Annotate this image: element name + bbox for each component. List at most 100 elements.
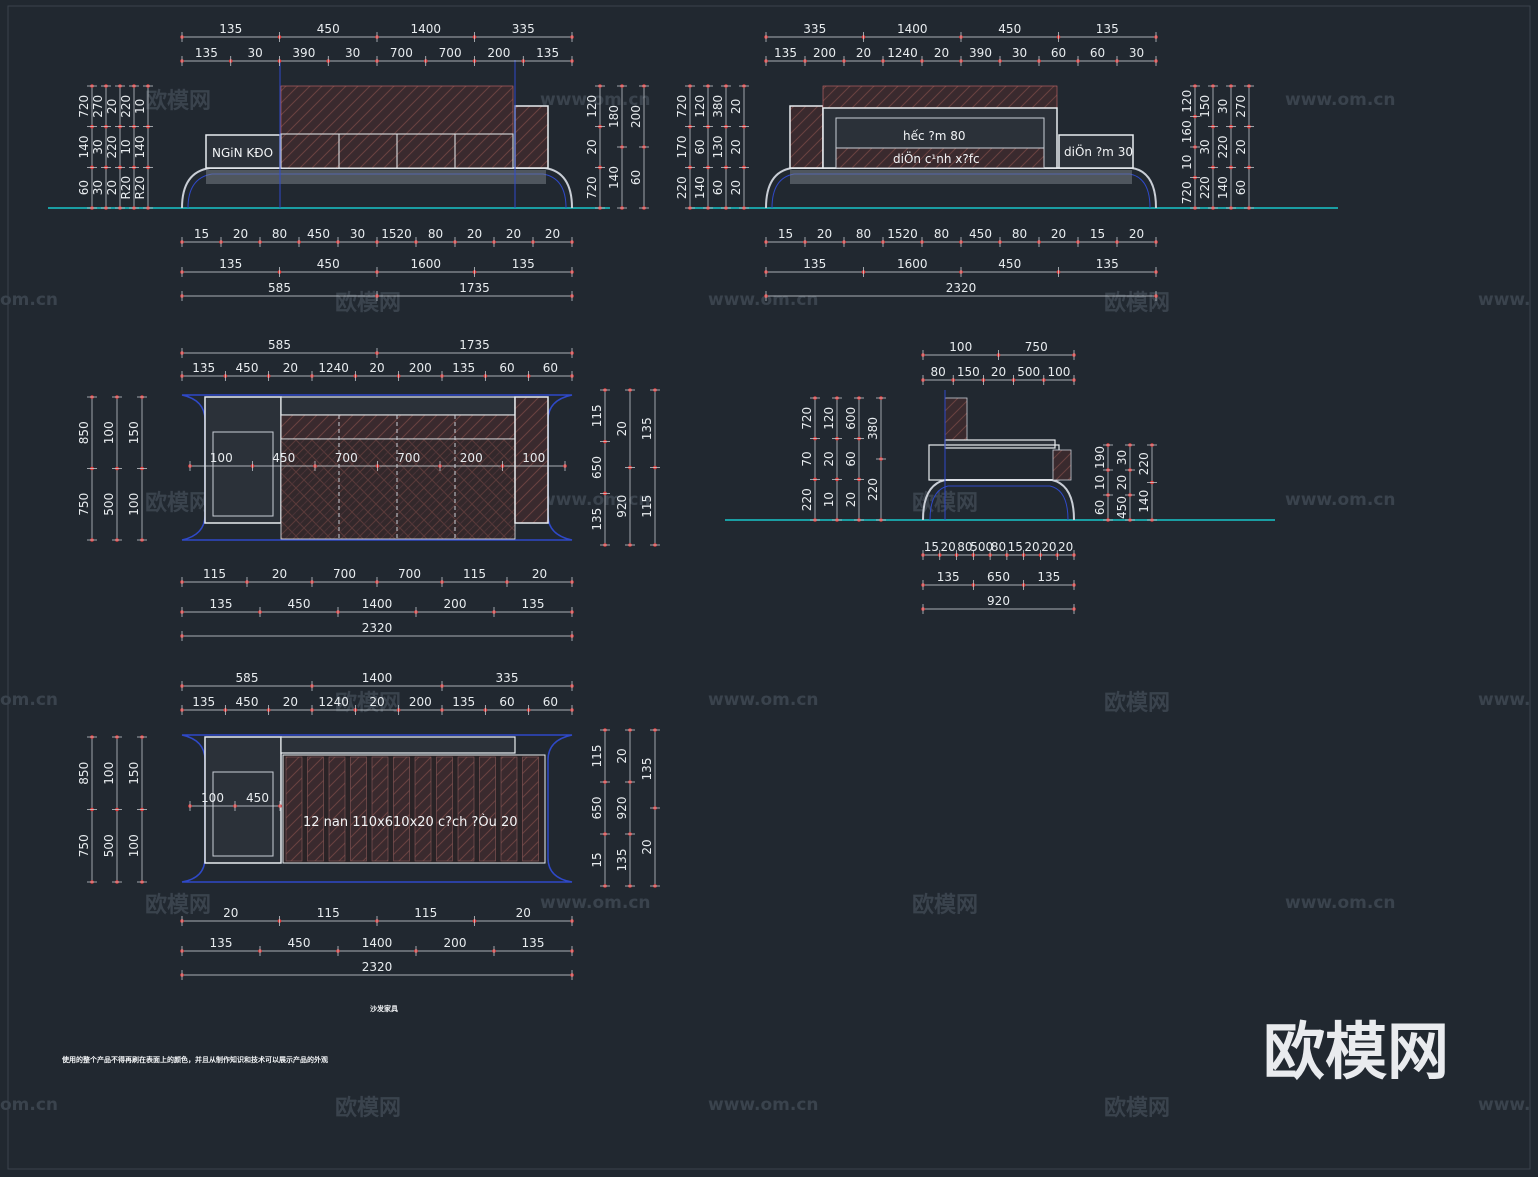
dimension-value: 200 [444,936,467,950]
dimension-value: 20 [283,361,298,375]
dimension-value: 135 [522,936,545,950]
side-seat [944,439,1056,449]
dimension-value: 150 [957,365,980,379]
dimension-value: 585 [268,281,291,295]
dimension-value: 20 [1129,227,1144,241]
dimension-value: 10 [119,139,133,154]
watermark-url: www.om.cn [540,490,651,510]
watermark-url: www.om.cn [708,690,819,710]
dimension-value: 30 [91,139,105,154]
dimension-value: 700 [335,451,358,465]
dimension-value: 450 [317,257,340,271]
dimension-value: 200 [629,105,643,128]
dimension-value: 20 [941,540,956,554]
dimension-value: 20 [640,839,654,854]
dimension-value: 720 [585,176,599,199]
dimension-value: 120 [1180,90,1194,113]
dimension-value: 80 [1012,227,1027,241]
dimension-value: 220 [1216,136,1230,159]
dimension-value: 30 [1129,46,1144,60]
dimension-value: 1240 [887,46,918,60]
dimension-value: 20 [532,567,547,581]
dimension-value: 60 [543,695,558,709]
side-box [1058,134,1134,169]
base-rail [206,170,546,184]
dimension-value: 20 [934,46,949,60]
dimension-value: 20 [1115,475,1129,490]
dimension-value: 1520 [381,227,412,241]
plan-view [181,394,573,541]
dimension-value: 115 [590,745,604,768]
dimension-value: 220 [1198,176,1212,199]
dimension-value: 10 [1093,475,1107,490]
dimension-value: 200 [460,451,483,465]
dimension-value: 140 [607,166,621,189]
right-arm [514,105,549,169]
dimension-value: 20 [817,227,832,241]
dimension-value: 135 [640,417,654,440]
dimension-value: 60 [844,451,858,466]
dimension-value: 270 [91,95,105,118]
dimension-value: 20 [1234,139,1248,154]
dimension-value: 80 [856,227,871,241]
dimension-value: 30 [247,46,262,60]
dimension-value: 100 [102,421,116,444]
base-outline [181,734,573,883]
dimension-value: 30 [1198,139,1212,154]
rear-panel-label: diÖn c¹nh x?fc [893,150,980,166]
dimension-value: 80 [957,540,972,554]
dimension-value: 135 [1096,22,1119,36]
dimension-value: 20 [856,46,871,60]
dimension-value: 60 [693,139,707,154]
dimension-value: 135 [195,46,218,60]
dimension-value: 135 [452,361,475,375]
dimension-value: 20 [105,99,119,114]
dimension-value: 2320 [362,621,393,635]
dimension-value: 150 [127,421,141,444]
dimension-value: 500 [970,540,993,554]
dimension-value: 60 [77,180,91,195]
seat-back-cushions [280,414,516,440]
dimension-value: 20 [1051,227,1066,241]
dimension-value: 20 [369,695,384,709]
dimension-value: 450 [998,257,1021,271]
dimension-value: 190 [1093,446,1107,469]
watermark-url: www.om.cn [1285,490,1396,510]
backrest-strip [280,396,516,416]
watermark-brand: 欧模网 [335,1095,401,1121]
dimension-value: 450 [317,22,340,36]
dimension-value: 130 [711,136,725,159]
dimension-value: 700 [390,46,413,60]
watermark-url-left: om.cn [0,290,58,310]
dimension-value: 650 [590,797,604,820]
dimension-value: 140 [133,136,147,159]
dimension-value: 720 [675,95,689,118]
dimension-value: 850 [77,421,91,444]
dimension-value: 1400 [362,671,393,685]
dimension-value: 120 [585,95,599,118]
dimension-value: 200 [444,597,467,611]
dimension-value: 20 [729,180,743,195]
dimension-value: 60 [499,695,514,709]
dimension-value: 20 [822,451,836,466]
watermark-brand: 欧模网 [145,892,211,918]
dimension-value: 450 [288,936,311,950]
dimension-value: 115 [590,404,604,427]
left-arm-inner [212,771,274,857]
dimension-value: 135 [512,257,535,271]
dimension-value: 135 [210,597,233,611]
dimension-value: 115 [640,495,654,518]
dimension-value: 100 [102,762,116,785]
dimension-value: 700 [333,567,356,581]
watermark-url: www.om.cn [540,893,651,913]
dimension-value: 20 [844,492,858,507]
dimension-value: 30 [345,46,360,60]
watermark-url: www.om.cn [1285,90,1396,110]
dimension-value: 135 [803,257,826,271]
backrest-panel [280,85,514,135]
left-arm-box [204,736,282,864]
dimension-value: 80 [930,365,945,379]
dimension-value: 80 [428,227,443,241]
dimension-value: 20 [615,421,629,436]
dimension-value: 1240 [318,695,349,709]
